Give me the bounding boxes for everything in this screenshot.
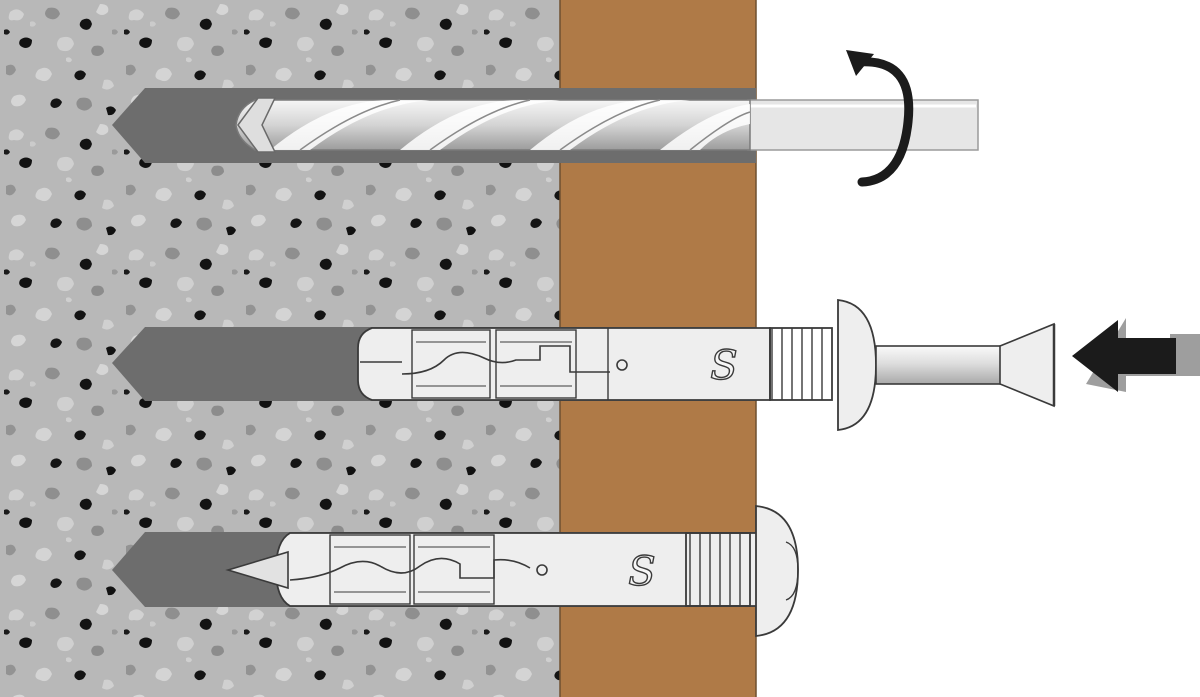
dowel-head-2 (755, 505, 799, 637)
nail-tip (225, 550, 289, 590)
dowel-head-1 (837, 298, 877, 432)
step-drill (112, 50, 979, 187)
dowel-ribs-1 (771, 328, 823, 400)
dowel-logo-2: S (628, 549, 655, 595)
dowel-logo-1: S (710, 343, 737, 389)
drill-bit (235, 97, 979, 153)
nail (875, 322, 1056, 408)
hammer-arrow-icon (1072, 318, 1200, 392)
dowel-ribs-2 (689, 533, 741, 606)
rotation-arrow-icon (846, 50, 914, 187)
step-insert: S (112, 298, 1200, 432)
dowel-sleeve-2: S (225, 505, 799, 637)
step-set: S (112, 505, 799, 637)
dowel-sleeve-1: S (357, 298, 877, 432)
